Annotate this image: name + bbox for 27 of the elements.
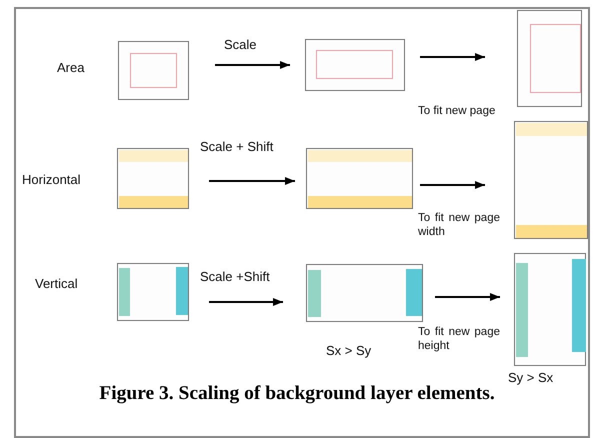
arrow: [209, 177, 295, 185]
arrow: [215, 61, 290, 69]
row-label: Vertical: [35, 276, 78, 291]
edge-label: To fit new page: [418, 104, 496, 118]
page-box: [117, 148, 189, 209]
page-box: [306, 264, 423, 322]
page-box: [306, 148, 413, 209]
arrow: [420, 53, 485, 61]
page-box: [514, 253, 586, 366]
edge-label: To fit new page height: [418, 325, 500, 353]
edge-label: Scale: [224, 38, 257, 52]
row-label: Horizontal: [22, 172, 81, 187]
page-box: [517, 10, 582, 107]
node-note: Sy > Sx: [508, 370, 554, 385]
node-note: Sx > Sy: [326, 343, 372, 358]
edge-label: To fit new page width: [418, 211, 500, 239]
page-box: [118, 41, 189, 100]
page-box: [305, 39, 405, 91]
row-label: Area: [57, 60, 84, 75]
arrow: [435, 293, 500, 301]
edge-label: Scale + Shift: [200, 140, 274, 154]
page-box: [514, 121, 588, 239]
page-box: [117, 263, 189, 321]
arrow: [209, 298, 283, 306]
figure-caption: Figure 3. Scaling of background layer elements.: [98, 383, 496, 405]
edge-label: Scale +Shift: [200, 270, 270, 284]
arrow: [420, 181, 485, 189]
